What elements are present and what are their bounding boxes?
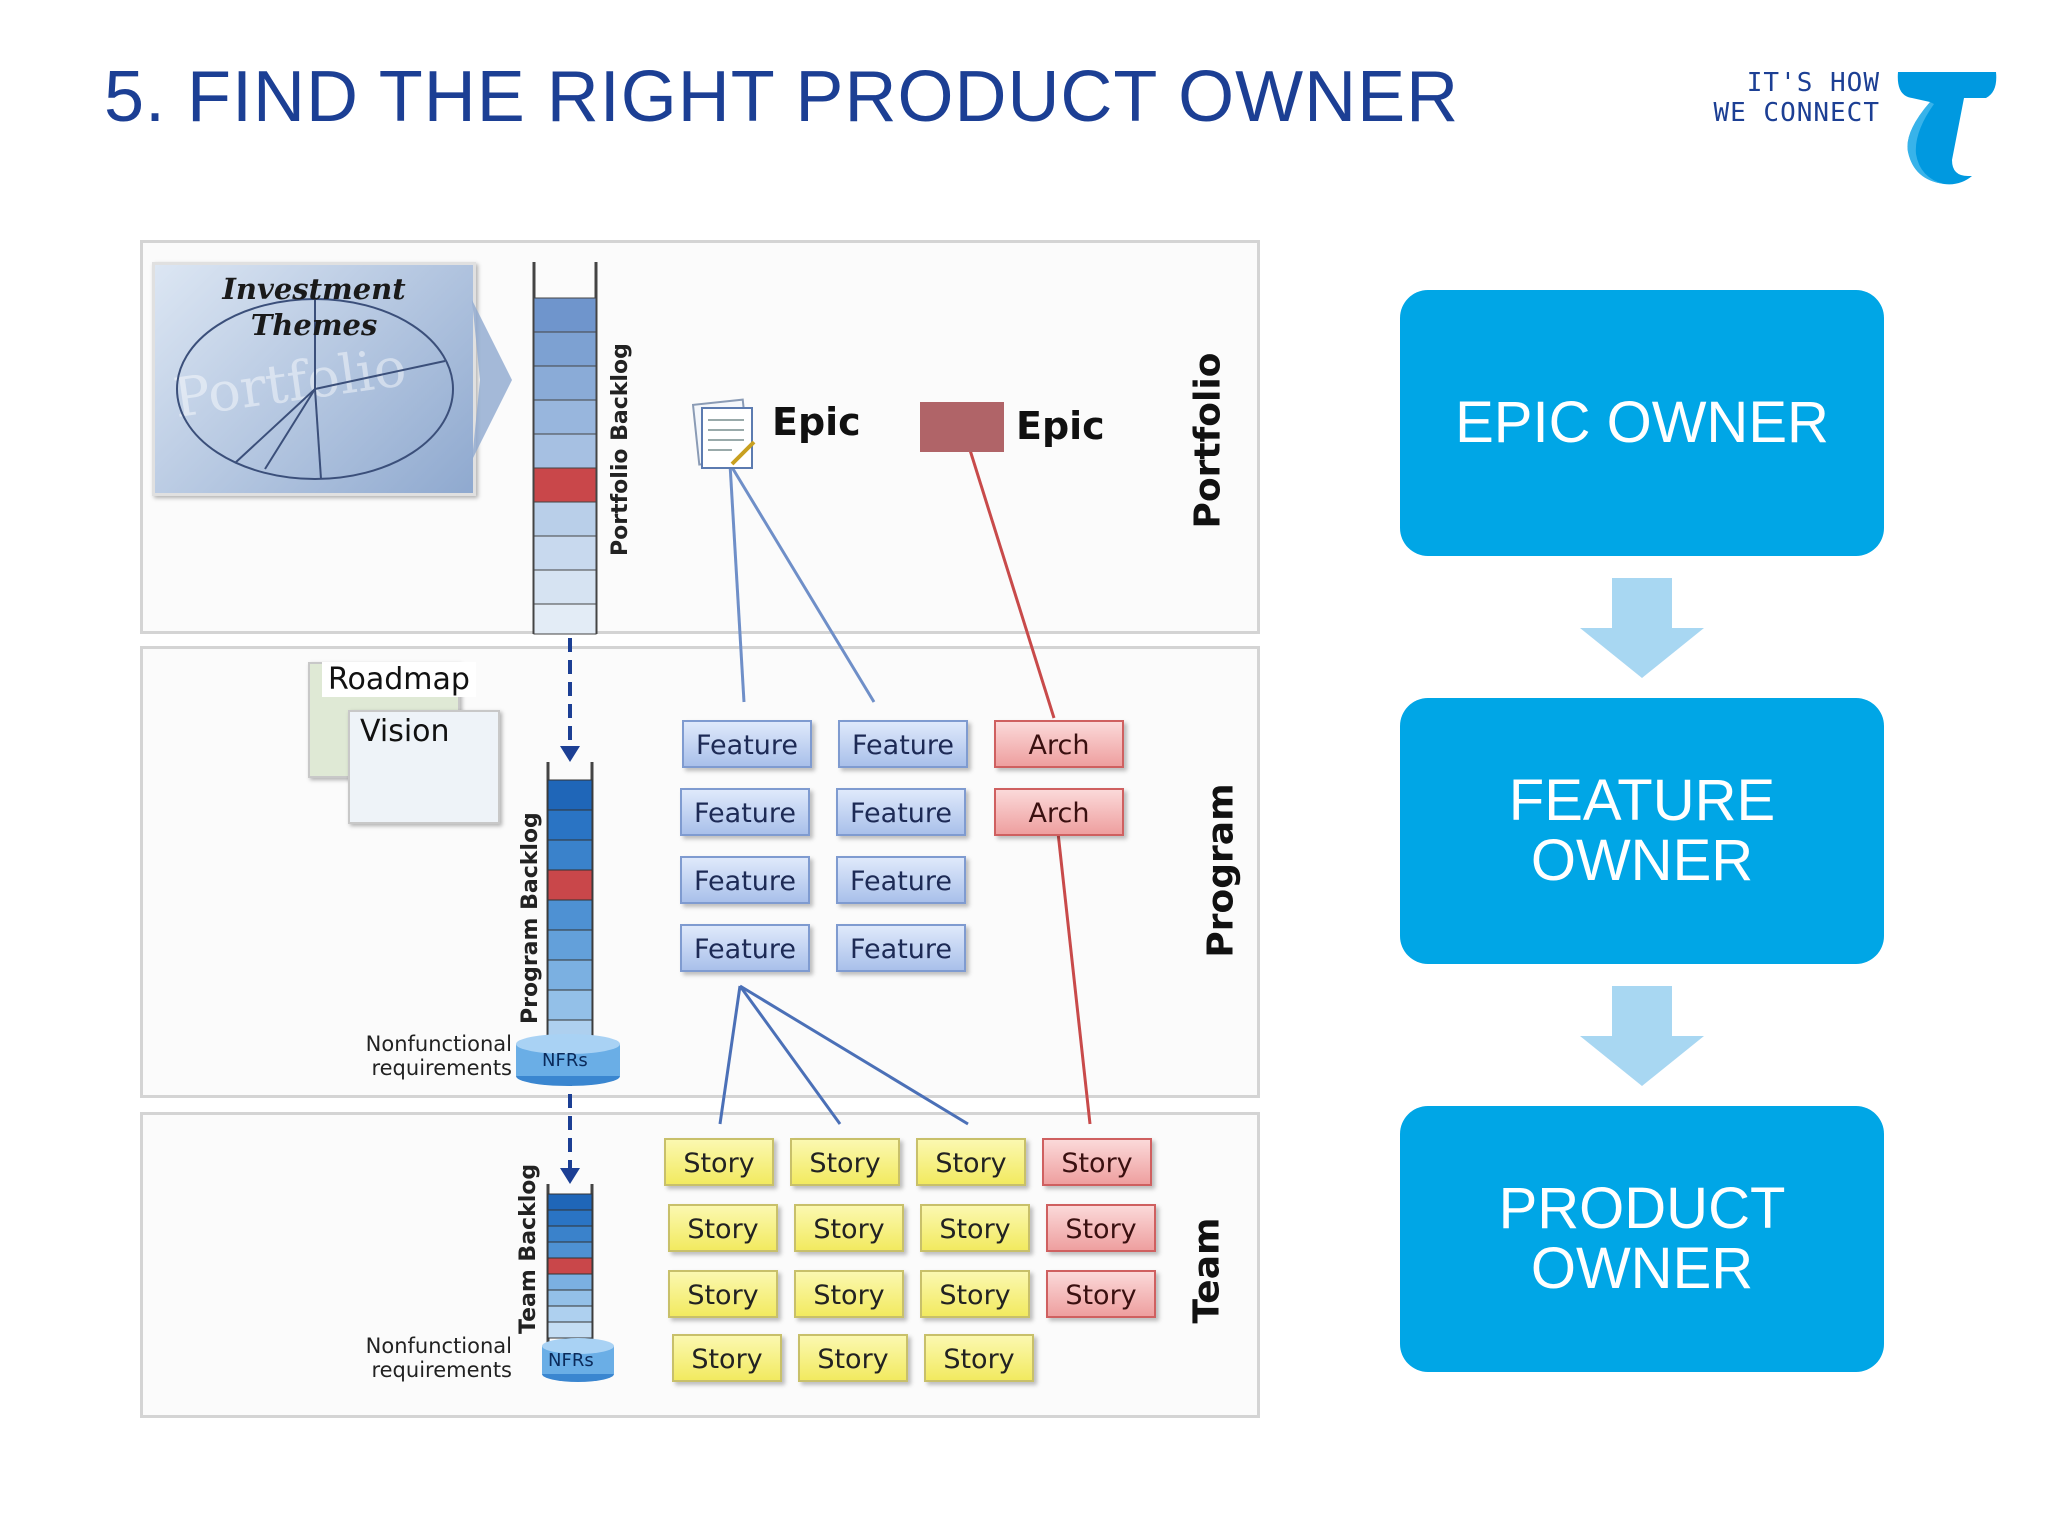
story-box: Story [664, 1138, 774, 1186]
story-box: Story [920, 1204, 1030, 1252]
team-backlog-label: Team Backlog [516, 1163, 541, 1334]
nfr-cylinder-icon [516, 1034, 620, 1086]
logo-tagline: IT'S HOW WE CONNECT [1713, 68, 1880, 128]
feature-box: Feature [682, 720, 812, 768]
story-box: Story [668, 1270, 778, 1318]
story-box: Story [668, 1204, 778, 1252]
program-backlog-stack [546, 762, 594, 1052]
feature-box: Feature [838, 720, 968, 768]
program-nonfunctional-label: Nonfunctional requirements [365, 1032, 512, 1080]
arch-story-box: Story [1046, 1270, 1156, 1318]
team-nonfunctional-label: Nonfunctional requirements [365, 1334, 512, 1382]
vision-doc [348, 710, 500, 824]
roadmap-label: Roadmap [322, 662, 476, 697]
feature-box: Feature [836, 788, 966, 836]
program-backlog-label: Program Backlog [518, 812, 543, 1024]
telstra-logo: IT'S HOW WE CONNECT [1700, 68, 2000, 198]
feature-box: Feature [836, 856, 966, 904]
epic-owner-box: EPIC OWNER [1400, 290, 1884, 556]
team-nfr-cylinder-icon [542, 1338, 614, 1382]
epic-doc-label: Epic [772, 400, 861, 444]
arrow-down-icon [1580, 578, 1704, 678]
slide-title: 5. FIND THE RIGHT PRODUCT OWNER [104, 57, 1460, 137]
product-owner-box: PRODUCT OWNER [1400, 1106, 1884, 1372]
investment-themes-title: Investment Themes [222, 272, 406, 342]
story-box: Story [916, 1138, 1026, 1186]
team-nfr-label: NFRs [548, 1350, 594, 1371]
arch-box: Arch [994, 720, 1124, 768]
arch-box: Arch [994, 788, 1124, 836]
story-box: Story [920, 1270, 1030, 1318]
chevron-right-icon [472, 300, 512, 460]
story-box: Story [672, 1334, 782, 1382]
feature-box: Feature [680, 924, 810, 972]
story-box: Story [798, 1334, 908, 1382]
epic-arch-swatch [920, 402, 1004, 452]
telstra-t-icon [1897, 72, 1997, 185]
investment-themes-panel: Portfolio Investment Themes [152, 262, 476, 496]
story-box: Story [794, 1204, 904, 1252]
vision-label: Vision [360, 714, 450, 749]
document-icon [692, 398, 756, 469]
portfolio-band-label: Portfolio [1187, 352, 1229, 529]
portfolio-backlog-stack [532, 262, 598, 635]
portfolio-backlog-label: Portfolio Backlog [608, 343, 633, 556]
safe-diagram: Portfolio Investment Themes Portfolio Ba [130, 240, 1270, 1420]
arrow-down-icon [1580, 986, 1704, 1086]
story-box: Story [924, 1334, 1034, 1382]
epic-arch-label: Epic [1016, 404, 1105, 448]
feature-box: Feature [836, 924, 966, 972]
feature-box: Feature [680, 788, 810, 836]
team-backlog-stack [546, 1184, 594, 1364]
feature-owner-box: FEATURE OWNER [1400, 698, 1884, 964]
team-band-label: Team [1186, 1217, 1228, 1324]
arch-story-box: Story [1042, 1138, 1152, 1186]
pie-icon [176, 298, 454, 480]
feature-box: Feature [680, 856, 810, 904]
program-nfr-label: NFRs [542, 1050, 588, 1071]
program-band-label: Program [1200, 783, 1242, 958]
story-box: Story [794, 1270, 904, 1318]
story-box: Story [790, 1138, 900, 1186]
arch-story-box: Story [1046, 1204, 1156, 1252]
